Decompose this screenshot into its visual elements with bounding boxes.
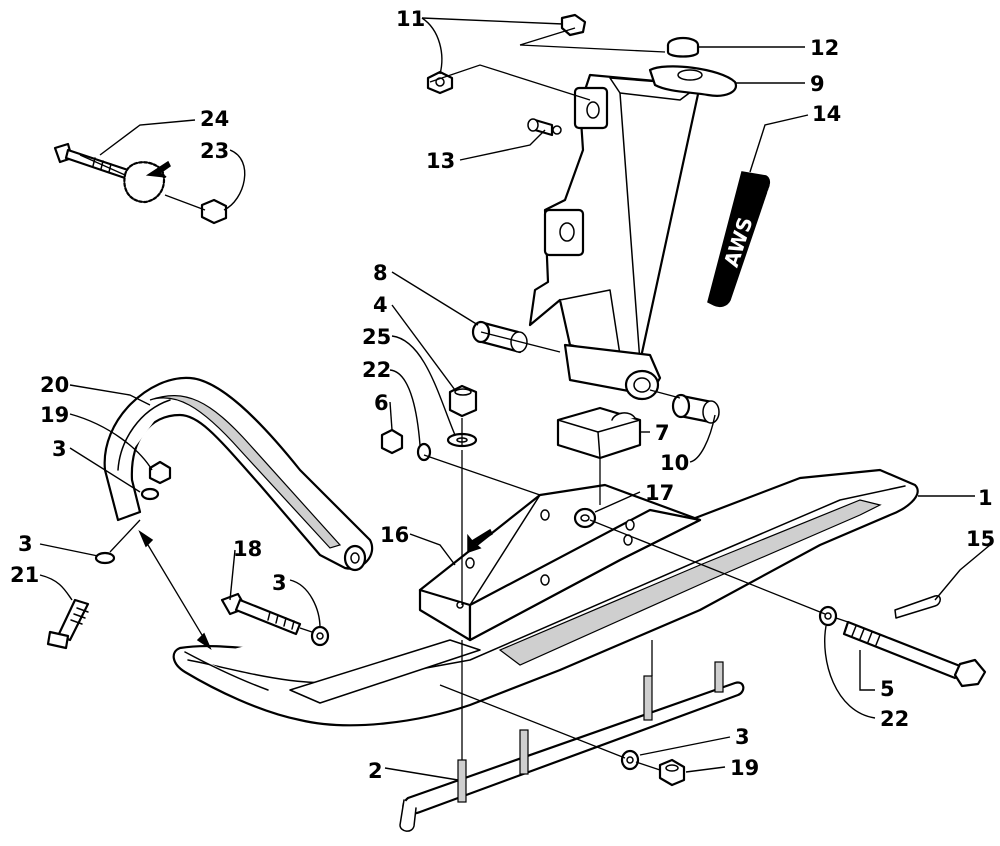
callout-22-lower: 22 (880, 707, 909, 731)
callout-9: 9 (810, 72, 825, 96)
callout-6: 6 (374, 391, 389, 415)
nut-part-6 (380, 428, 404, 455)
callout-13: 13 (426, 149, 455, 173)
callout-19-upper: 19 (40, 403, 69, 427)
bushing-part-10 (671, 393, 720, 424)
callout-8: 8 (373, 261, 388, 285)
callout-4: 4 (373, 293, 388, 317)
aws-decal-part: AWS ARCTIC WISHBONE SUSPENSION (707, 171, 779, 308)
washer-part-17 (573, 507, 597, 529)
nut-part-19-upper (148, 460, 172, 485)
washer-part-3-left (94, 551, 116, 565)
callout-2: 2 (368, 759, 383, 783)
lock-nut-part (448, 384, 478, 418)
callout-21: 21 (10, 563, 39, 587)
callout-19-lower: 19 (730, 756, 759, 780)
callout-16: 16 (380, 523, 409, 547)
washer-part-3-middle (310, 625, 330, 647)
callout-3-middle: 3 (272, 571, 287, 595)
nut-part-23 (200, 198, 228, 225)
washer-part-3-upper (140, 487, 160, 501)
callout-15: 15 (966, 527, 995, 551)
callout-labels: 11 12 9 14 24 23 13 8 4 25 22 6 7 10 20 … (10, 7, 995, 783)
cotter-pin-part (894, 595, 941, 619)
callout-17: 17 (645, 481, 674, 505)
callout-20: 20 (40, 373, 69, 397)
callout-10: 10 (660, 451, 689, 475)
callout-12: 12 (810, 36, 839, 60)
nut-part-upper (560, 13, 587, 37)
callout-23: 23 (200, 139, 229, 163)
bolt-part-21 (46, 598, 90, 650)
cap-part (666, 36, 700, 58)
bolt-part-24 (53, 142, 130, 180)
callout-3-lower: 3 (735, 725, 750, 749)
callout-5: 5 (880, 677, 895, 701)
spindle-part (528, 65, 738, 401)
nut-part-19-lower (658, 758, 686, 787)
bolt-part-5 (842, 620, 987, 688)
bumper-block-part (556, 406, 642, 460)
callout-7: 7 (655, 421, 670, 445)
ski-saddle-part (418, 483, 702, 642)
callout-11: 11 (396, 7, 425, 31)
grease-fitting-part (527, 118, 562, 137)
callout-3-upper: 3 (52, 437, 67, 461)
washer-part-22-lower (818, 605, 838, 627)
wear-bar-part (399, 661, 745, 832)
callout-leaders (39, 17, 991, 781)
callout-14: 14 (812, 102, 841, 126)
washer-part-22-upper (416, 442, 432, 462)
assembly-guides (79, 27, 849, 771)
callout-18: 18 (233, 537, 262, 561)
callout-25: 25 (362, 325, 391, 349)
callout-24: 24 (200, 107, 229, 131)
callout-1: 1 (978, 486, 993, 510)
ski-loop-part (103, 376, 374, 572)
saddle-arrow-icon (467, 528, 493, 554)
callout-22-upper: 22 (362, 358, 391, 382)
callout-3-left: 3 (18, 532, 33, 556)
washer-part-3-lower (620, 749, 640, 771)
bolt-part-18 (220, 592, 302, 636)
bracket-part (123, 160, 171, 204)
